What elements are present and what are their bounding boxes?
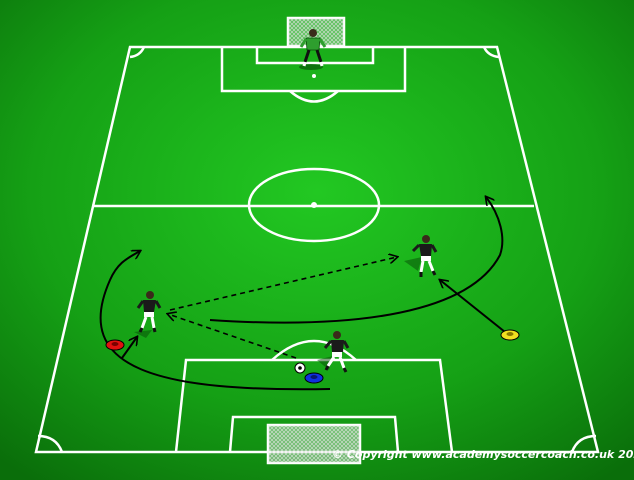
switch-run-arrow — [209, 197, 504, 324]
red-cone-run-arrow — [121, 337, 137, 359]
corner-arc-top-right — [482, 46, 500, 59]
touchline-boundary — [34, 45, 600, 454]
pass-arrows — [168, 257, 397, 359]
corner-arc-bottom-left — [37, 434, 64, 453]
center-spot — [311, 202, 317, 208]
bottom-player-figure — [317, 331, 350, 373]
center-circle — [247, 167, 381, 243]
cone-blue — [304, 372, 324, 384]
yellow-cone-run-arrow — [440, 280, 506, 333]
pass-arrow-1 — [168, 314, 297, 359]
top-penalty-area — [220, 47, 407, 93]
top-penalty-arc — [289, 90, 339, 103]
soccer-ball-icon — [294, 362, 306, 374]
top-penalty-spot — [312, 74, 316, 78]
bottom-penalty-area — [174, 358, 454, 453]
corner-arc-bottom-right — [570, 434, 597, 453]
cone-red — [105, 339, 125, 351]
left-player-figure — [134, 291, 162, 338]
copyright-text: © Copyright www.academysoccercoach.co.uk… — [332, 448, 634, 461]
corner-arc-top-left — [129, 46, 146, 59]
bottom-penalty-arc — [271, 339, 357, 361]
left-overlap-run-arrow — [99, 251, 331, 391]
top-goal-area — [255, 47, 375, 65]
goalkeeper-figure — [299, 29, 327, 70]
run-arrows — [99, 197, 506, 391]
bottom-goal — [266, 423, 362, 465]
bottom-goal-area — [228, 415, 400, 453]
cone-yellow — [500, 329, 520, 341]
pass-arrow-2 — [169, 257, 397, 311]
right-player-figure — [404, 235, 438, 277]
